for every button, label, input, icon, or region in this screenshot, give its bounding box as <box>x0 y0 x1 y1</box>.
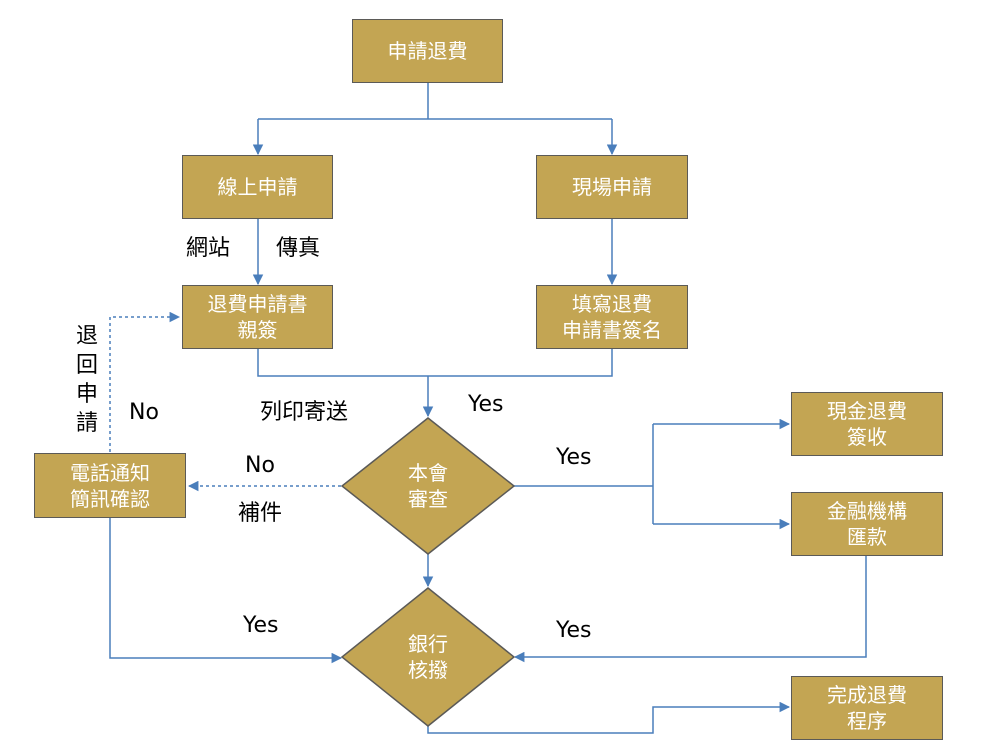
bank-approve-line1: 銀行 <box>408 632 448 656</box>
label-no-notify: No <box>245 453 275 478</box>
node-online-apply-text: 線上申請 <box>217 175 298 199</box>
label-return-apply-char2: 回 <box>75 353 98 378</box>
node-sign-form: 退費申請書 親簽 <box>182 285 333 349</box>
label-supplement: 補件 <box>238 501 283 526</box>
node-notify-line2: 簡訊確認 <box>70 486 150 511</box>
label-return-apply: 退 回 申 請 <box>74 322 100 438</box>
node-bank-transfer: 金融機構 匯款 <box>791 492 943 556</box>
label-print-mail: 列印寄送 <box>260 400 349 425</box>
arrow-notify-to-sign <box>109 311 181 452</box>
node-cash-refund-line1: 現金退費 <box>827 399 907 423</box>
node-cash-refund: 現金退費 簽收 <box>791 392 943 456</box>
label-yes-review-out: Yes <box>556 445 592 470</box>
arrow-transfer-to-bank <box>513 556 867 663</box>
connector-review-right <box>514 424 654 524</box>
bank-approve-diamond <box>340 587 516 727</box>
node-fill-form-line2: 申請書簽名 <box>562 318 662 342</box>
node-bank-transfer-line2: 匯款 <box>847 525 887 549</box>
label-yes-transfer-bank: Yes <box>556 618 592 643</box>
node-online-apply: 線上申請 <box>182 155 333 219</box>
node-apply-refund: 申請退費 <box>352 19 503 83</box>
review-text: 本會 審查 <box>378 458 478 514</box>
label-fax: 傳真 <box>276 236 321 261</box>
node-complete-line2: 程序 <box>847 709 887 733</box>
node-cash-refund-line2: 簽收 <box>847 425 887 449</box>
node-onsite-apply: 現場申請 <box>536 155 688 219</box>
node-onsite-apply-text: 現場申請 <box>572 175 652 199</box>
node-fill-form-line1: 填寫退費 <box>572 292 652 316</box>
node-sign-form-line1: 退費申請書 <box>207 292 308 316</box>
connector-merge <box>257 348 613 377</box>
node-sign-form-line2: 親簽 <box>237 318 278 342</box>
review-line2: 審查 <box>408 487 448 511</box>
label-return-apply-char1: 退 <box>75 324 98 349</box>
arrow-notify-to-bank <box>109 517 343 664</box>
label-return-apply-char3: 申 <box>75 382 98 407</box>
review-diamond <box>340 417 516 555</box>
label-return-apply-char4: 請 <box>75 411 98 436</box>
node-apply-refund-text: 申請退費 <box>387 39 468 63</box>
node-fill-form: 填寫退費 申請書簽名 <box>536 285 688 349</box>
review-line1: 本會 <box>408 461 448 485</box>
bank-approve-line2: 核撥 <box>408 658 448 682</box>
label-yes-notify-bank: Yes <box>243 613 279 638</box>
bank-approve-text: 銀行 核撥 <box>378 629 478 685</box>
label-yes-review-in: Yes <box>468 392 504 417</box>
node-complete-line1: 完成退費 <box>827 683 907 707</box>
label-no-return: No <box>129 400 159 425</box>
node-bank-transfer-line1: 金融機構 <box>827 499 907 523</box>
node-notify-line1: 電話通知 <box>70 460 150 485</box>
connector-apply-split <box>258 82 612 120</box>
label-website: 網站 <box>186 236 231 261</box>
node-complete: 完成退費 程序 <box>791 676 943 740</box>
node-notify: 電話通知 簡訊確認 <box>34 453 186 518</box>
arrow-bank-to-complete <box>427 701 791 734</box>
